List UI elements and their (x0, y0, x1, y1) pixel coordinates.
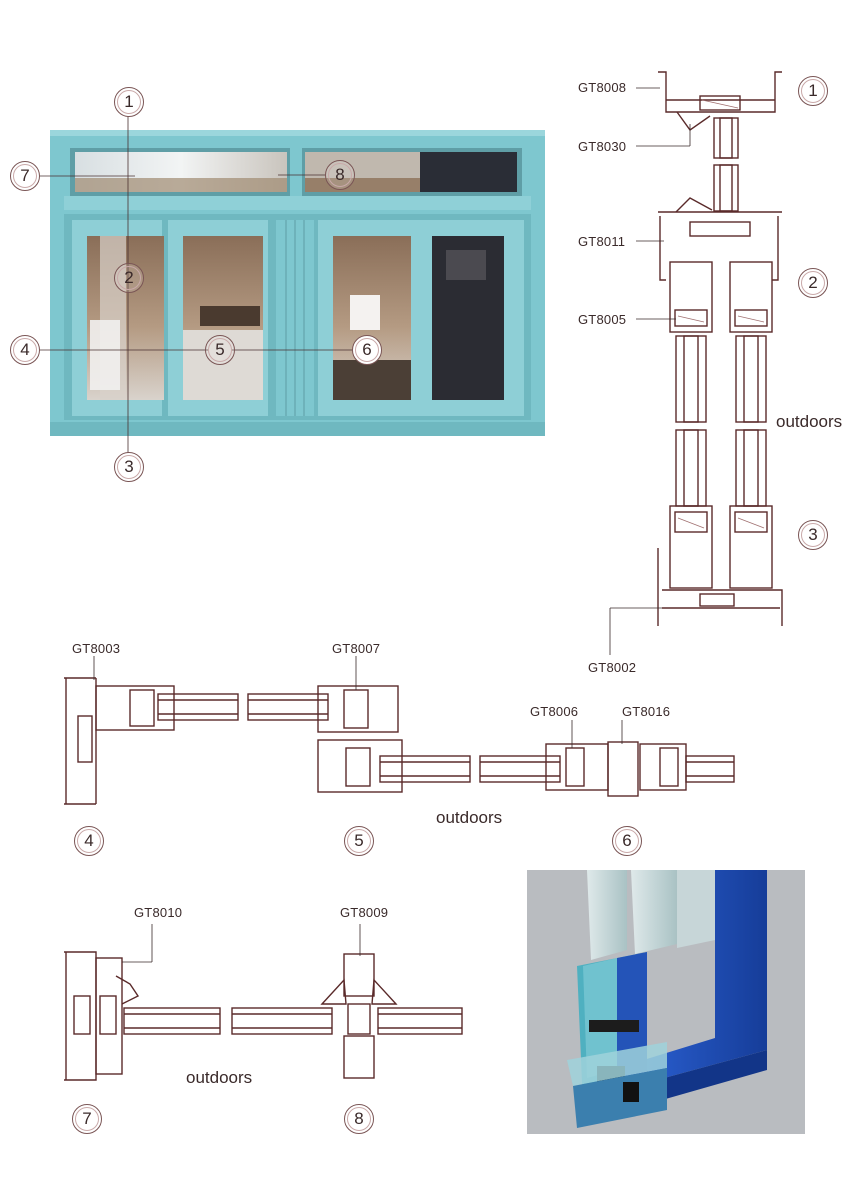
profile-label-gt8030: GT8030 (578, 139, 627, 154)
profile-label-gt8005: GT8005 (578, 312, 627, 327)
vertical-outdoors-label: outdoors (776, 412, 843, 431)
photo-callout-2: 2 (114, 263, 144, 293)
photo-callout-6: 6 (352, 335, 382, 365)
photo-callout-3: 3 (114, 452, 144, 482)
section-number-3: 3 (798, 520, 828, 550)
section-number-2: 2 (798, 268, 828, 298)
section-number-4: 4 (74, 826, 104, 856)
profile-label-gt8011: GT8011 (578, 234, 626, 249)
section-number-7: 7 (72, 1104, 102, 1134)
photo-callout-5: 5 (205, 335, 235, 365)
photo-callout-1: 1 (114, 87, 144, 117)
profile-label-gt8008: GT8008 (578, 80, 627, 95)
profile-label-gt8010: GT8010 (134, 905, 183, 920)
profile-label-gt8002: GT8002 (588, 660, 637, 675)
section-a-outdoors-label: outdoors (436, 808, 503, 827)
window-photo (50, 130, 545, 436)
profile-label-gt8003: GT8003 (72, 641, 121, 656)
section-number-5: 5 (344, 826, 374, 856)
photo-callout-4: 4 (10, 335, 40, 365)
window-photo-graphic (50, 130, 545, 436)
profile-label-gt8016: GT8016 (622, 704, 671, 719)
section-number-1: 1 (798, 76, 828, 106)
photo-callout-8: 8 (325, 160, 355, 190)
profile-label-gt8006: GT8006 (530, 704, 579, 719)
profile-render-image (527, 870, 805, 1134)
profile-render-graphic (527, 870, 805, 1134)
profile-label-gt8007: GT8007 (332, 641, 381, 656)
profile-label-gt8009: GT8009 (340, 905, 389, 920)
section-b-outdoors-label: outdoors (186, 1068, 253, 1087)
section-number-8: 8 (344, 1104, 374, 1134)
photo-callout-7: 7 (10, 161, 40, 191)
section-number-6: 6 (612, 826, 642, 856)
